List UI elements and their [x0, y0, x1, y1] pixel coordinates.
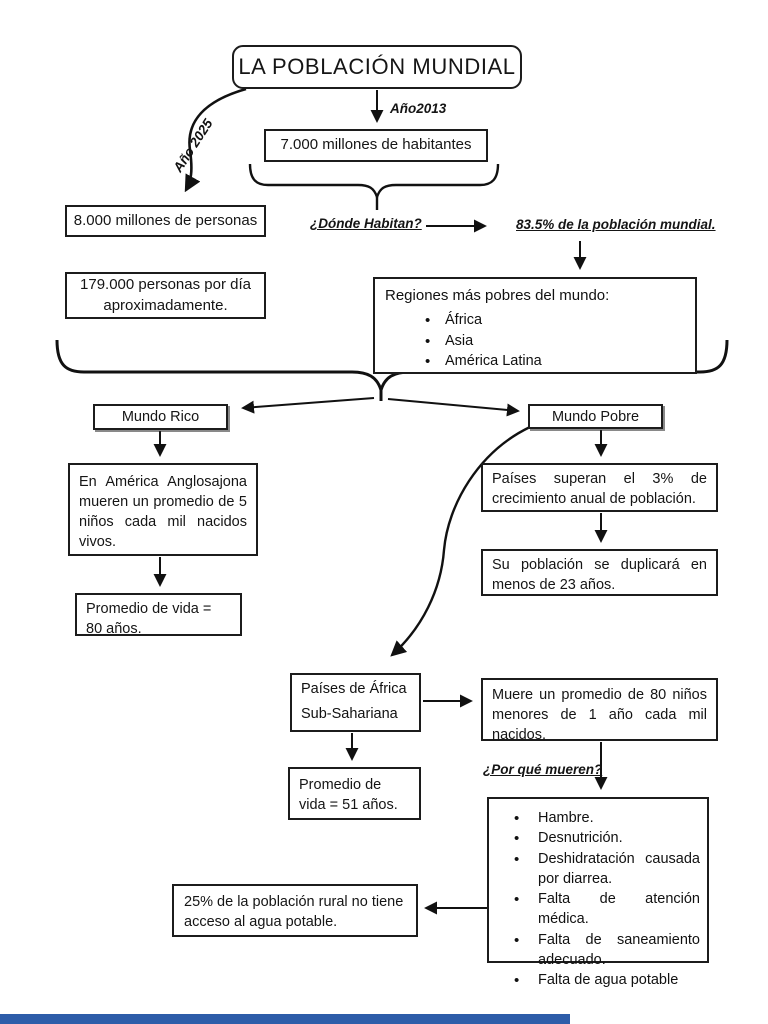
death-causes-list: Hambre. Desnutrición. Deshidratación cau… — [510, 808, 700, 992]
subsahara-label-line2: Sub-Sahariana — [301, 706, 398, 722]
subsahara-life-expectancy-box: Promedio de vida = 51 años. — [288, 767, 421, 820]
rich-infant-mortality-box: En América Anglosajona mueren un promedi… — [68, 463, 258, 556]
list-item: Deshidratación causada por diarrea. — [510, 849, 700, 890]
brace-under-2013 — [248, 163, 500, 201]
arrow-to-mundo-rico — [241, 397, 375, 414]
population-2025-box: 8.000 millones de personas — [65, 205, 266, 237]
list-item: Desnutrición. — [510, 828, 700, 849]
list-item: América Latina — [419, 351, 685, 372]
list-item: Falta de agua potable — [510, 970, 700, 991]
bottom-accent-bar — [0, 1014, 570, 1024]
list-item: Hambre. — [510, 808, 700, 829]
population-2013-box: 7.000 millones de habitantes — [264, 129, 488, 162]
death-causes-box: Hambre. Desnutrición. Deshidratación cau… — [487, 797, 709, 992]
subsahara-infant-mortality-box: Muere un promedio de 80 niños menores de… — [481, 678, 718, 743]
subsahara-box: Países de África Sub-Sahariana — [290, 673, 421, 732]
daily-growth-box: 179.000 personas por día aproximadamente… — [65, 272, 266, 319]
where-question-label: ¿Dónde Habitan? — [310, 216, 422, 231]
where-answer-label: 83.5% de la población mundial. — [516, 217, 716, 232]
poor-growth-box: Países superan el 3% de crecimiento anua… — [481, 463, 718, 512]
list-item: África — [419, 310, 685, 331]
arrow-curve-pobre-to-africa — [390, 425, 531, 657]
list-item: Falta de atención médica. — [510, 889, 700, 930]
poor-regions-list: África Asia América Latina — [419, 310, 685, 372]
arrow-to-mundo-pobre — [387, 398, 520, 417]
mundo-pobre-box: Mundo Pobre — [528, 404, 663, 429]
rich-life-expectancy-box: Promedio de vida = 80 años. — [75, 593, 242, 637]
poor-regions-title: Regiones más pobres del mundo: — [385, 287, 610, 304]
why-question-label: ¿Por qué mueren? — [483, 762, 603, 777]
poor-regions-box: Regiones más pobres del mundo: África As… — [373, 277, 697, 374]
mundo-rico-box: Mundo Rico — [93, 404, 228, 430]
subsahara-label-line1: Países de África — [301, 681, 407, 697]
arrow-curve-to-2025 — [184, 87, 247, 193]
diagram-title: LA POBLACIÓN MUNDIAL — [232, 45, 522, 89]
list-item: Falta de saneamiento adecuado. — [510, 930, 700, 971]
diagram-title-text: LA POBLACIÓN MUNDIAL — [238, 54, 516, 79]
year-2013-label: Año2013 — [390, 101, 447, 116]
rural-water-box: 25% de la población rural no tiene acces… — [172, 884, 418, 937]
list-item: Asia — [419, 331, 685, 352]
poor-doubling-box: Su población se duplicará en menos de 23… — [481, 549, 718, 596]
